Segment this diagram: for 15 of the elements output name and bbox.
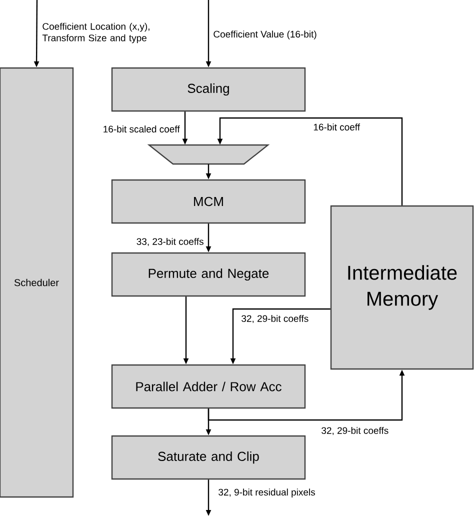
process-box: Scaling [111, 67, 306, 112]
edge-label: Coefficient Value (16-bit) [214, 30, 316, 40]
process-box: Parallel Adder / Row Acc [111, 364, 306, 409]
process-box: MCM [111, 179, 306, 224]
edge-label: Coefficient Location (x,y), Transform Size and type [42, 22, 150, 44]
scheduler-block: Scheduler [0, 67, 74, 498]
process-box: Permute and Negate [111, 252, 306, 297]
memory-block: Intermediate Memory [330, 205, 474, 370]
edge-label: 32, 29-bit coeffs [322, 426, 388, 436]
edge-label: 32, 9-bit residual pixels [218, 488, 315, 498]
edge-label: 16-bit coeff [314, 124, 360, 130]
process-box: Saturate and Clip [111, 435, 306, 480]
edge-label: 32, 29-bit coeffs [242, 314, 308, 324]
edge-label: 16-bit scaled coeff [104, 126, 180, 132]
edge-label: 33, 23-bit coeffs [136, 238, 204, 246]
